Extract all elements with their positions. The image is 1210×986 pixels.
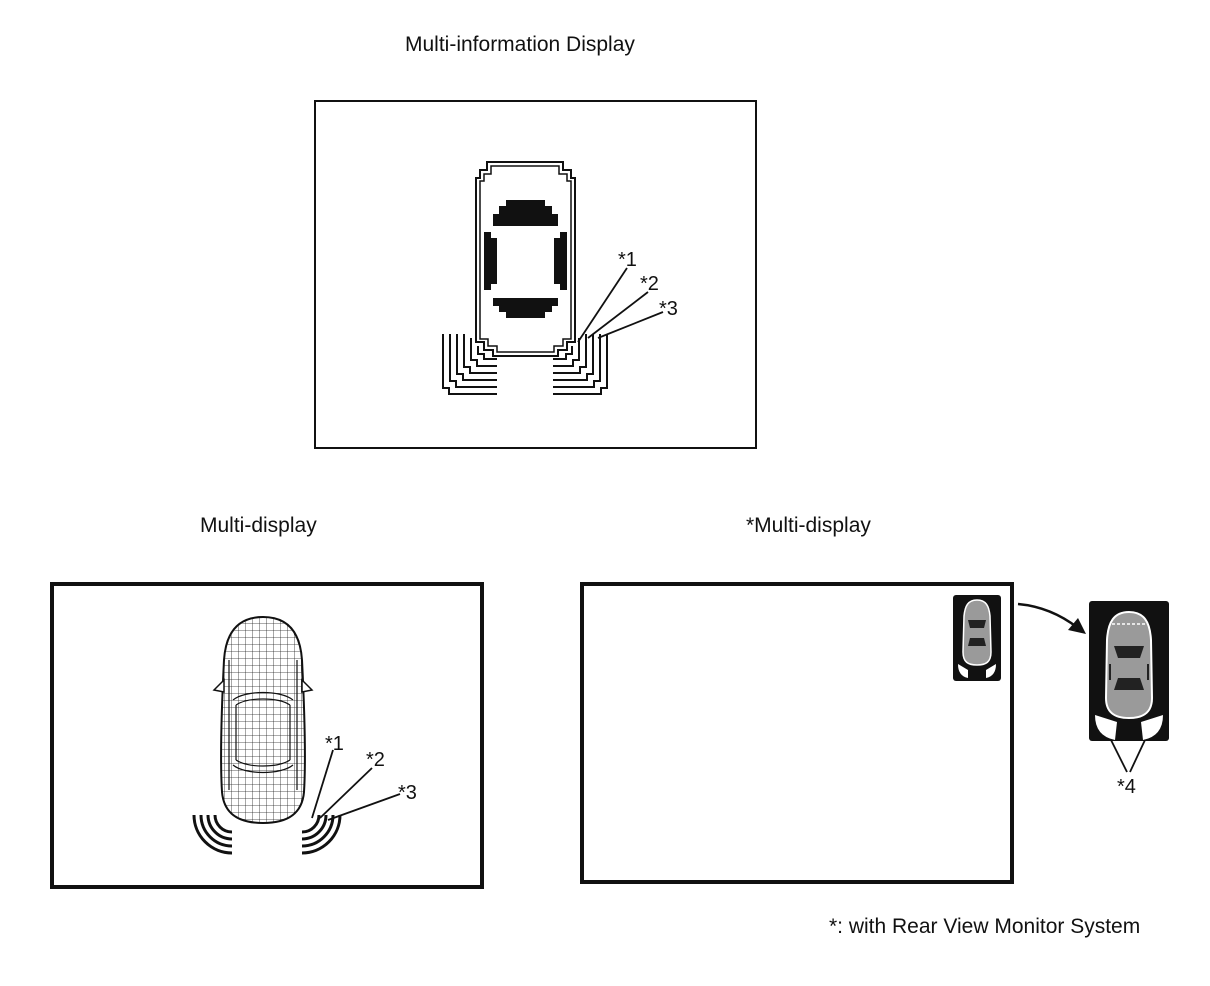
md-callout-2: *2 — [366, 749, 385, 771]
rv-callout-lines — [1110, 739, 1146, 773]
mid-callout-lines — [577, 267, 664, 343]
mid-callout-1: *1 — [618, 249, 637, 271]
rv-small-inset — [953, 595, 1001, 681]
rv-large-inset — [1089, 601, 1169, 741]
md-rear-left-sensor — [192, 814, 233, 855]
md-callout-1: *1 — [325, 733, 344, 755]
md-car-icon — [212, 615, 314, 825]
mid-rear-right-sensor — [553, 334, 608, 395]
title-multi-display: Multi-display — [200, 514, 317, 537]
mid-rear-left-sensor — [442, 334, 497, 395]
rv-callout-4: *4 — [1117, 776, 1136, 798]
mid-callout-3: *3 — [659, 298, 678, 320]
mid-car-icon — [475, 161, 576, 357]
md-rear-right-sensor — [301, 814, 342, 855]
title-multi-information-display: Multi-information Display — [405, 33, 635, 56]
title-multi-display-rear-view: *Multi-display — [746, 514, 871, 537]
mid-callout-2: *2 — [640, 273, 659, 295]
md-callout-3: *3 — [398, 782, 417, 804]
footnote: *: with Rear View Monitor System — [829, 915, 1141, 938]
rv-enlarge-arrow — [1017, 602, 1086, 634]
md-callout-lines — [311, 749, 401, 821]
multi-display-rear-view-panel — [580, 582, 1014, 884]
